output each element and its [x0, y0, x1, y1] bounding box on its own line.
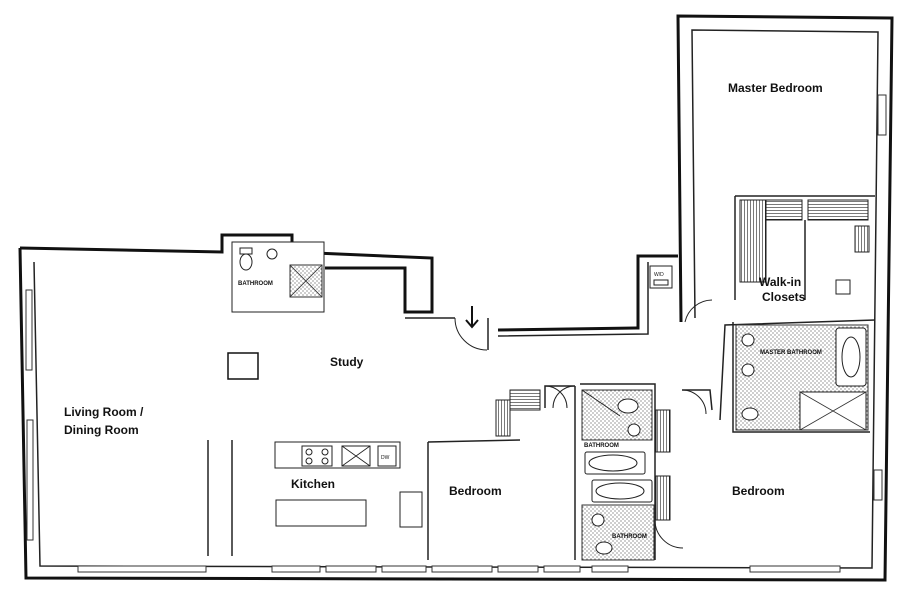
- bathroom-top-label: BATHROOM: [238, 281, 273, 287]
- windows-right: [873, 94, 887, 501]
- down-arrow-icon: [465, 306, 479, 329]
- room-label-study: Study: [330, 355, 364, 369]
- kitchen-fixtures: DW: [274, 441, 423, 528]
- washer-dryer-label: W/D: [654, 272, 664, 278]
- dishwasher-label: DW: [381, 455, 390, 461]
- bathroom-top: BATHROOM: [231, 241, 325, 313]
- study-table: [227, 352, 259, 380]
- closet-shelf-center: [509, 389, 541, 411]
- room-label-living-2: Dining Room: [64, 423, 139, 437]
- room-label-bedroom-right: Bedroom: [732, 484, 785, 498]
- master-bathroom-label: MASTER BATHROOM: [760, 350, 822, 356]
- closet-shelf-right-1: [655, 409, 671, 453]
- bathroom-bottom: BATHROOM: [581, 504, 655, 561]
- room-label-walkin-2: Closets: [762, 290, 806, 304]
- washer-dryer: W/D: [649, 265, 673, 289]
- windows-bottom: [77, 565, 841, 573]
- room-label-kitchen: Kitchen: [291, 477, 335, 491]
- exterior-walls: [18, 14, 894, 582]
- master-closets: [739, 199, 870, 295]
- bathroom-middle: BATHROOM: [581, 389, 653, 503]
- closet-shelf-right-2: [655, 475, 671, 521]
- room-label-living-1: Living Room /: [64, 405, 144, 419]
- closet-shelf-center-2: [495, 399, 511, 437]
- room-label-master-bedroom: Master Bedroom: [728, 81, 823, 95]
- door-swings: [454, 299, 713, 549]
- bathroom-middle-label: BATHROOM: [584, 443, 619, 449]
- room-label-walkin-1: Walk-in: [759, 275, 801, 289]
- windows-left: [25, 289, 34, 541]
- room-label-bedroom-center: Bedroom: [449, 484, 502, 498]
- bathroom-bottom-label: BATHROOM: [612, 534, 647, 540]
- master-bathroom: MASTER BATHROOM: [735, 324, 869, 431]
- interior-walls: [207, 195, 876, 560]
